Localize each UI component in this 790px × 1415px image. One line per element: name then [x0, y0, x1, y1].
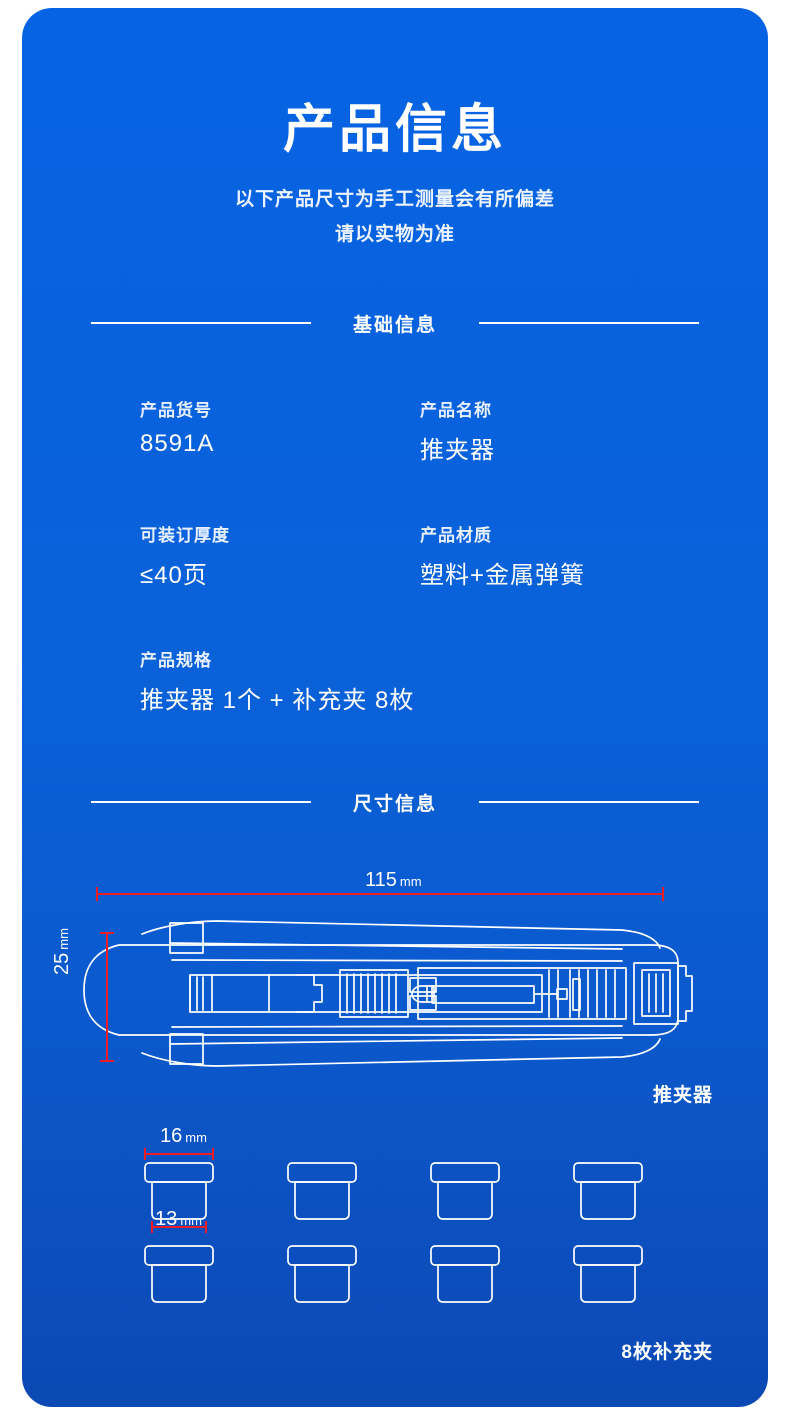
subtitle-line-1: 以下产品尺寸为手工测量会有所偏差	[234, 189, 555, 210]
divider-line-right	[479, 801, 699, 803]
spec-cell-binding-thickness: 可装订厚度 ≤40页	[140, 521, 420, 590]
end-cap-ribs	[648, 973, 664, 1013]
end-cap-frame	[633, 962, 679, 1025]
clip-item	[573, 1162, 643, 1220]
grip-left-frame	[339, 969, 409, 1018]
device-taper-line-top-1	[169, 942, 623, 950]
spec-label: 产品材质	[420, 526, 492, 545]
spec-value: ≤40页	[140, 562, 208, 589]
spec-row: 产品规格 推夹器 1个 + 补充夹 8枚	[140, 646, 700, 715]
spec-label: 可装订厚度	[140, 526, 230, 545]
grip-right-slot	[572, 978, 581, 1011]
dimension-lines-clip	[144, 1148, 214, 1233]
spec-value: 塑料+金属弹簧	[420, 562, 586, 589]
spec-label: 产品名称	[420, 401, 492, 420]
section-header-size-info: 尺寸信息	[22, 789, 768, 815]
spec-row: 可装订厚度 ≤40页 产品材质 塑料+金属弹簧	[140, 521, 700, 590]
slider-connector	[556, 988, 568, 1000]
section-header-basic-info: 基础信息	[22, 310, 768, 336]
divider-line-right	[479, 322, 699, 324]
plunger-tip	[411, 985, 435, 1003]
device-tab-bottom-left	[169, 1033, 204, 1065]
spec-cell-product-name: 产品名称 推夹器	[420, 396, 700, 465]
grip-right-ribs	[548, 969, 616, 1018]
clip-item	[573, 1245, 643, 1303]
divider-line-left	[90, 801, 311, 803]
spec-value: 推夹器	[420, 437, 495, 464]
magazine-channel	[189, 974, 543, 1013]
slider-bar	[431, 985, 535, 1004]
spec-table: 产品货号 8591A 产品名称 推夹器 可装订厚度 ≤40页 产品材质 塑料+金…	[140, 396, 700, 715]
end-cap-notch	[677, 965, 693, 1022]
clip-item	[287, 1245, 357, 1303]
spec-value: 8591A	[140, 430, 215, 457]
clip-item	[144, 1162, 214, 1220]
spec-row: 产品货号 8591A 产品名称 推夹器	[140, 396, 700, 465]
device-taper-line-bot-1	[169, 1037, 623, 1045]
device-taper-line-bot-2	[171, 1025, 623, 1028]
caption-clips: 8枚补充夹	[621, 1342, 713, 1363]
device-shell-top	[141, 920, 661, 949]
device-taper-line-top-2	[171, 959, 623, 962]
spec-label: 产品规格	[140, 651, 212, 670]
dimension-lines-device	[96, 887, 664, 1062]
spec-cell-material: 产品材质 塑料+金属弹簧	[420, 521, 700, 590]
dimension-label-height: 25mm	[51, 928, 73, 975]
grip-left-ribs	[346, 973, 397, 1014]
spec-label: 产品货号	[140, 401, 212, 420]
right-frame	[417, 967, 627, 1020]
device-shell-bottom	[141, 1038, 661, 1067]
right-tab-bottom	[409, 995, 437, 1011]
caption-device: 推夹器	[652, 1085, 713, 1106]
device-tab-top-left	[169, 922, 204, 954]
end-cap-inner	[641, 969, 671, 1017]
clip-item	[430, 1245, 500, 1303]
clip-item	[430, 1162, 500, 1220]
section-label-basic-info: 基础信息	[352, 314, 437, 336]
spec-cell-package-spec: 产品规格 推夹器 1个 + 补充夹 8枚	[140, 646, 700, 715]
right-tab-top	[409, 977, 437, 993]
page-title: 产品信息	[282, 101, 507, 159]
clip-item	[144, 1245, 214, 1303]
product-info-card: 产品信息 以下产品尺寸为手工测量会有所偏差 请以实物为准 基础信息 产品货号 8…	[22, 8, 768, 1407]
refill-clips-grid	[144, 1162, 643, 1303]
spec-value: 推夹器 1个 + 补充夹 8枚	[140, 687, 415, 714]
subtitle-line-2: 请以实物为准	[334, 224, 455, 245]
section-label-size-info: 尺寸信息	[352, 793, 437, 815]
spec-cell-product-code: 产品货号 8591A	[140, 396, 420, 465]
divider-line-left	[90, 322, 311, 324]
device-outline	[83, 944, 679, 1036]
clip-item	[287, 1162, 357, 1220]
centre-step-block	[296, 974, 323, 1013]
